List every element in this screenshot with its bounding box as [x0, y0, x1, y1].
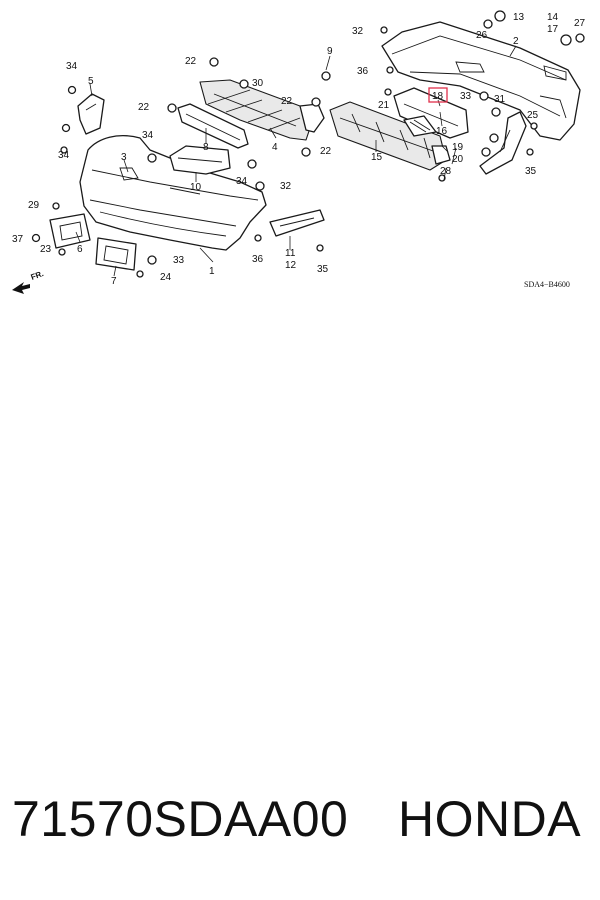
brand-name: HONDA — [398, 791, 582, 847]
callout-4: 4 — [272, 142, 278, 153]
callout-5: 5 — [88, 76, 94, 87]
callout-34a: 34 — [66, 61, 78, 72]
front-absorber — [177, 103, 249, 149]
license-plate-base — [49, 213, 91, 249]
side-bracket-front — [269, 209, 325, 237]
callout-33b: 33 — [460, 91, 472, 102]
footer: 71570SDAA00 HONDA — [0, 790, 600, 880]
callout-32b: 32 — [280, 181, 292, 192]
callout-26: 26 — [476, 30, 488, 41]
callout-25: 25 — [527, 110, 539, 121]
center-bracket — [169, 145, 231, 175]
callout-22d: 22 — [320, 146, 332, 157]
callout-34d: 34 — [236, 176, 248, 187]
callout-24: 24 — [160, 272, 172, 283]
callout-34b: 34 — [58, 150, 70, 161]
callout-23: 23 — [40, 244, 52, 255]
callout-37: 37 — [12, 234, 24, 245]
callout-20: 20 — [452, 154, 464, 165]
highlight-box — [428, 87, 448, 103]
callout-2: 2 — [513, 36, 519, 47]
callout-15: 15 — [371, 152, 383, 163]
callout-6: 6 — [77, 244, 83, 255]
front-bumper-cover — [79, 135, 267, 251]
callout-7: 7 — [111, 276, 117, 287]
callout-brackets — [441, 145, 457, 165]
callout-14: 14 — [547, 12, 559, 23]
callout-27: 27 — [574, 18, 586, 29]
callout-22a: 22 — [185, 56, 197, 67]
rear-bumper-beam — [329, 101, 451, 171]
callout-9: 9 — [327, 46, 333, 57]
front-side-spacer — [77, 93, 105, 135]
front-direction-label: FR. — [30, 269, 45, 282]
callout-13: 13 — [513, 12, 525, 23]
callout-numbers: 1 2 3 4 5 6 7 8 9 10 11 12 13 14 15 16 1… — [12, 12, 586, 287]
callout-16: 16 — [436, 126, 448, 137]
callout-21: 21 — [378, 100, 390, 111]
callout-35b: 35 — [525, 166, 537, 177]
callout-1: 1 — [209, 266, 215, 277]
fasteners — [31, 10, 585, 278]
callout-30: 30 — [252, 78, 264, 89]
callout-22c: 22 — [281, 96, 293, 107]
callout-35a: 35 — [317, 264, 329, 275]
callout-10: 10 — [190, 182, 202, 193]
callout-18: 18 — [432, 91, 444, 102]
callout-36b: 36 — [357, 66, 369, 77]
license-plate-garnish — [95, 237, 137, 271]
callout-32a: 32 — [352, 26, 364, 37]
front-direction-indicator: FR. — [12, 269, 45, 294]
callout-22b: 22 — [138, 102, 150, 113]
leader-lines — [75, 45, 517, 277]
parts-diagram: 1 2 3 4 5 6 7 8 9 10 11 12 13 14 15 16 1… — [12, 10, 586, 294]
callout-8: 8 — [203, 142, 209, 153]
callout-17: 17 — [547, 24, 559, 35]
callout-34c: 34 — [142, 130, 154, 141]
callout-19: 19 — [452, 142, 464, 153]
callout-28: 28 — [440, 166, 452, 177]
front-bumper-beam — [199, 79, 325, 141]
callout-29: 29 — [28, 200, 40, 211]
rear-absorber — [393, 87, 469, 139]
rear-bracket-grille — [403, 115, 437, 137]
callout-36a: 36 — [252, 254, 264, 265]
callout-33a: 33 — [173, 255, 185, 266]
part-number: 71570SDAA00 — [12, 791, 349, 847]
callout-3: 3 — [121, 152, 127, 163]
callout-11: 11 — [285, 248, 296, 259]
callout-12: 12 — [285, 260, 297, 271]
rear-side-spacer — [479, 111, 527, 175]
diagram-code: SDA4−B4600 — [524, 280, 570, 289]
front-arrow-icon — [12, 282, 30, 294]
rear-bumper-cover — [381, 21, 581, 141]
callout-31: 31 — [494, 94, 506, 105]
